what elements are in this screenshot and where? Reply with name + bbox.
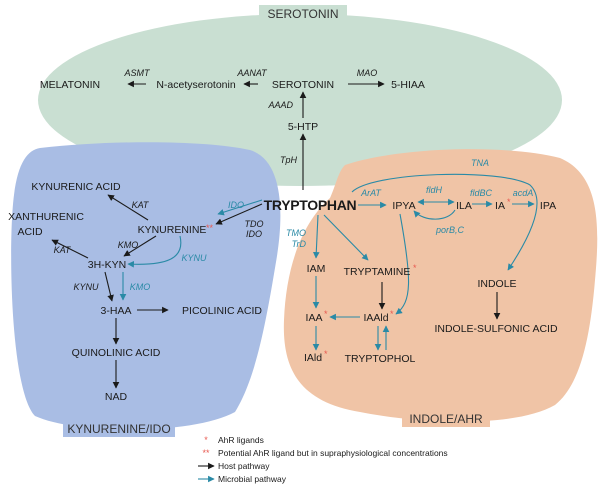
node-5htp: 5-HTP (288, 121, 318, 133)
node-tryptamine: TRYPTAMINE (344, 266, 411, 278)
enzyme-tdo: TDO (245, 219, 264, 229)
arrow-tryptophan-to-tryptamine (323, 214, 369, 261)
mark-iaa: * (324, 309, 328, 319)
arrow-ila-porbc (413, 209, 456, 220)
node-iam: IAM (307, 263, 326, 275)
node-iald: IAld (304, 352, 322, 364)
indole-region (283, 149, 598, 422)
enzyme-kmo-microbial: KMO (130, 282, 151, 292)
node-ipya: IPYA (392, 200, 415, 212)
node-melatonin: MELATONIN (40, 79, 100, 91)
kynurenine-region (11, 142, 281, 430)
enzyme-aaad: AAAD (267, 100, 293, 110)
enzyme-tmo: TMO (286, 228, 306, 238)
enzyme-kynu: KYNU (73, 282, 99, 292)
legend-host-pathway: Host pathway (218, 461, 270, 471)
indole-label-box (402, 410, 490, 427)
mark-tryptamine: * (413, 263, 417, 273)
node-n-acetylserotonin: N-acetyserotonin (156, 79, 236, 91)
node-indole: INDOLE (477, 278, 516, 290)
legend-star-double: ** (202, 448, 210, 458)
node-ila: ILA (456, 200, 472, 212)
node-3-haa: 3-HAA (101, 305, 132, 317)
node-tryptophol: TRYPTOPHOL (345, 353, 416, 365)
serotonin-region-label: SEROTONIN (267, 7, 338, 21)
node-ia: IA (495, 200, 505, 212)
mark-iald: * (324, 349, 328, 359)
node-kynurenic-acid: KYNURENIC ACID (31, 181, 121, 193)
enzyme-kmo: KMO (118, 240, 139, 250)
node-iaald: IAAld (363, 312, 388, 324)
arrow-kynurenine-to-3hkyn (123, 235, 157, 257)
enzyme-tna: TNA (471, 158, 489, 168)
mark-kynurenine-double: ** (206, 223, 214, 233)
serotonin-label-box (259, 5, 347, 22)
node-5hiaa: 5-HIAA (391, 79, 425, 91)
arrow-3hkyn-to-3haa (104, 271, 114, 302)
node-indole-sulfonic-acid: INDOLE-SULFONIC ACID (434, 323, 558, 335)
node-iaa: IAA (306, 312, 323, 324)
enzyme-ido-microbial: IDO (228, 200, 244, 210)
arrow-ipya-to-iaald (395, 213, 410, 315)
node-nad: NAD (105, 391, 128, 403)
enzyme-asmt: ASMT (123, 68, 151, 78)
enzyme-kat-2: KAT (54, 245, 72, 255)
enzyme-ido: IDO (246, 229, 262, 239)
enzyme-fldbc: fldBC (470, 188, 493, 198)
legend-star-single: * (204, 435, 208, 445)
node-serotonin: SEROTONIN (272, 79, 334, 91)
node-xanthurenic-line2: ACID (17, 226, 43, 238)
node-quinolinic-acid: QUINOLINIC ACID (72, 347, 161, 359)
kynurenine-region-label: KYNURENINE/IDO (67, 422, 170, 436)
arrow-ido-microbial (217, 199, 263, 216)
node-picolinic-acid: PICOLINIC ACID (182, 305, 262, 317)
enzyme-mao: MAO (357, 68, 378, 78)
arrow-tryptophan-to-kynurenine (215, 203, 263, 225)
legend: * AhR ligands ** Potential AhR ligand bu… (198, 435, 448, 484)
enzyme-trd: TrD (292, 239, 307, 249)
node-xanthurenic-line1: XANTHURENIC (8, 211, 84, 223)
arrow-kynurenine-to-3hkyn-kynu (127, 235, 182, 268)
enzyme-aanat: AANAT (236, 68, 268, 78)
enzyme-tph: TpH (280, 155, 298, 165)
arrow-kynurenine-to-kynurenic-acid (107, 194, 149, 221)
node-kynurenine: KYNURENINE (138, 224, 207, 236)
arrow-tryptophan-to-iam (312, 214, 320, 259)
enzyme-fldh: fldH (426, 185, 443, 195)
node-3h-kyn: 3H-KYN (88, 259, 127, 271)
node-ipa: IPA (540, 200, 556, 212)
arrow-3hkyn-to-xanthurenic (51, 239, 89, 259)
enzyme-kynu-microbial: KYNU (181, 253, 207, 263)
legend-microbial-pathway: Microbial pathway (218, 474, 287, 484)
mark-ia: * (507, 197, 511, 207)
legend-potential-ligand: Potential AhR ligand but in supraphysiol… (218, 448, 448, 458)
enzyme-porbc: porB,C (435, 225, 465, 235)
enzyme-acda: acdA (513, 188, 534, 198)
enzyme-arat: ArAT (360, 188, 382, 198)
indole-region-label: INDOLE/AHR (409, 412, 483, 426)
kynurenine-label-box (63, 420, 175, 437)
enzyme-kat-1: KAT (132, 200, 150, 210)
mark-iaald: * (390, 309, 394, 319)
legend-ahr-ligands: AhR ligands (218, 435, 264, 445)
node-tryptophan: TRYPTOPHAN (264, 197, 357, 213)
arrow-tryptophan-to-indole-tna (351, 173, 538, 271)
